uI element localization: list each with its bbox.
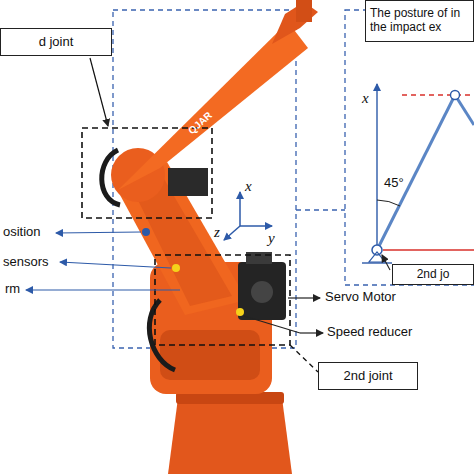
part-label: sensors [3, 255, 49, 270]
brand-text: QJAR [186, 109, 214, 136]
box-text: 2nd jo [417, 268, 450, 282]
axis-label: x [362, 90, 369, 107]
label-box: 2nd jo [392, 264, 474, 285]
axis-label: z [214, 224, 220, 241]
box-text: d joint [39, 35, 74, 50]
box-text: 2nd joint [343, 369, 392, 384]
label-box: d joint [0, 28, 112, 56]
box-text: The posture of in the impact ex [370, 7, 469, 35]
part-label: Speed reducer [327, 325, 412, 340]
part-label: osition [3, 225, 41, 240]
axis-label: x [245, 178, 252, 195]
axis-label: y [268, 230, 275, 247]
part-label: Servo Motor [325, 290, 396, 305]
label-box: 2nd joint [318, 362, 418, 390]
part-label: rm [5, 282, 20, 297]
label-box: The posture of in the impact ex [365, 0, 474, 42]
part-label: 45° [384, 176, 404, 191]
